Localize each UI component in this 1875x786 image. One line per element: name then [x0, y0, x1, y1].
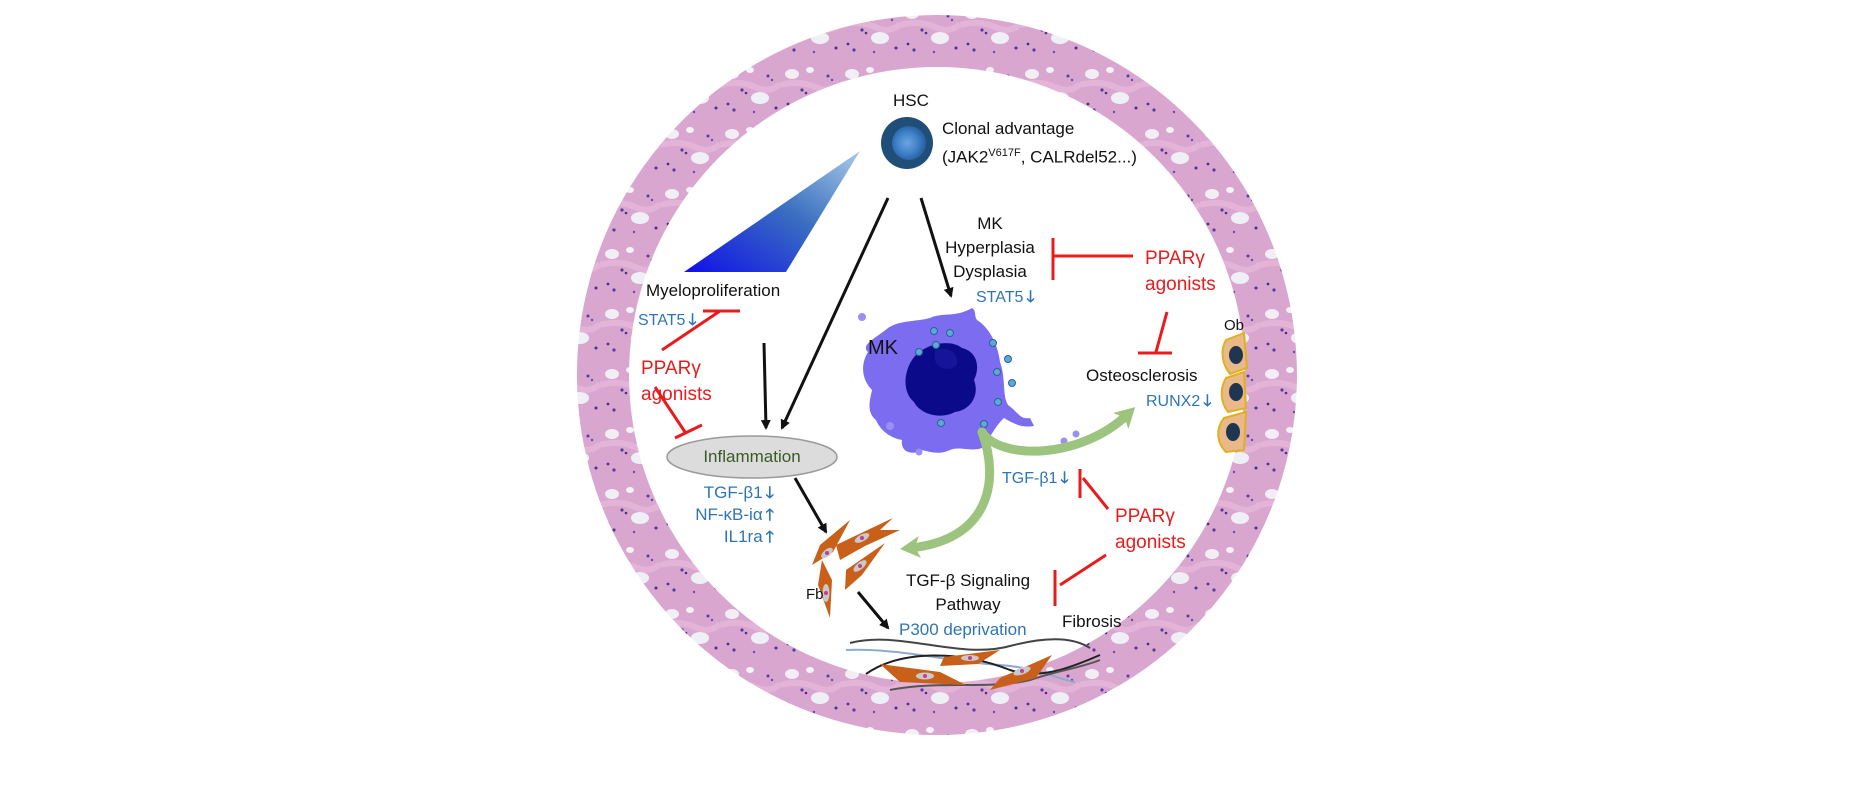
ppar-agonists-bottom-right: PPARγ agonists: [1115, 504, 1186, 556]
inhibit-tgfb1: [1078, 469, 1110, 510]
marker-il1ra: IL1ra🡑: [660, 526, 774, 548]
inhibit-inflammation: [653, 386, 703, 440]
osteoblast-label: Ob: [1224, 317, 1245, 334]
ppar-line2: agonists: [1115, 532, 1186, 553]
ppar-line1: PPARγ: [641, 358, 701, 379]
mk-line3: Dysplasia: [953, 262, 1027, 281]
inflammation-ellipse: [666, 435, 838, 479]
ppar-line1: PPARγ: [1115, 506, 1175, 527]
marker-name: TGF-β1: [703, 483, 763, 502]
arrow-down-icon: 🡓: [1026, 289, 1035, 306]
marker-tgfb1: TGF-β1🡓: [660, 482, 774, 504]
ppar-agonists-top-right: PPARγ agonists: [1145, 246, 1216, 298]
myeloproliferation-label: Myeloproliferation: [646, 281, 781, 300]
myeloproliferation-gradient-triangle: [684, 151, 860, 272]
mutations-suffix: , CALRdel52...): [1020, 147, 1137, 167]
hsc-label: HSC: [893, 91, 929, 110]
arrow-down-icon: 🡓: [1203, 393, 1212, 410]
marker-name: NF-κB-iα: [695, 505, 763, 524]
marker-name: STAT5: [638, 312, 686, 329]
inhibit-myeloproliferation: [661, 309, 740, 352]
tgfb-pathway-label: TGF-β Signaling Pathway: [888, 569, 1048, 617]
marker-nfkb: NF-κB-iα🡑: [660, 504, 774, 526]
arrow-up-icon: 🡑: [765, 529, 774, 546]
collagen-fibers-icon: [845, 638, 1101, 691]
inhibition-lines: [653, 238, 1172, 606]
marker-name: TGF-β1: [1002, 470, 1058, 487]
ppar-agonists-left: PPARγ agonists: [641, 356, 712, 408]
fibroblast-label: Fb: [806, 586, 824, 603]
runx2-marker: RUNX2🡓: [1146, 392, 1212, 412]
inflammation-label: Inflammation: [703, 447, 801, 466]
pathway-line2: Pathway: [935, 595, 1001, 614]
marker-name: STAT5: [976, 289, 1024, 306]
inhibit-fibrosis: [1053, 553, 1107, 606]
hsc-cell-icon: [881, 117, 933, 169]
clonal-advantage-label: Clonal advantage: [942, 119, 1075, 138]
mk-stat5-marker: STAT5🡓: [976, 288, 1035, 308]
mutations-label: (JAK2V617F, CALRdel52...): [942, 143, 1137, 168]
arrow-hsc-to-inflammation: [780, 197, 890, 430]
marker-name: IL1ra: [723, 527, 763, 546]
tgf-arrow-to-osteosclerosis: [977, 407, 1136, 456]
osteosclerosis-label: Osteosclerosis: [1086, 366, 1198, 385]
megakaryocyte-cell-icon: [858, 308, 1080, 456]
ppar-line1: PPARγ: [1145, 248, 1205, 269]
inhibit-mk-hyperplasia: [1051, 238, 1133, 280]
myelo-stat5-marker: STAT5🡓: [638, 311, 697, 331]
mk-line1: MK: [977, 214, 1003, 233]
mutations-prefix: (JAK2: [942, 147, 989, 167]
arrow-hsc-to-mk: [919, 197, 954, 298]
arrow-fibroblast-to-fibers: [856, 591, 890, 630]
ppar-line2: agonists: [641, 384, 712, 405]
marker-name: RUNX2: [1146, 393, 1201, 410]
p300-label: P300 deprivation: [899, 620, 1027, 639]
mk-tgfb1-marker: TGF-β1🡓: [1002, 469, 1069, 489]
mk-hyperplasia-block: MK Hyperplasia Dysplasia: [940, 212, 1040, 284]
inhibit-osteosclerosis: [1138, 311, 1172, 355]
arrow-down-icon: 🡓: [688, 312, 697, 329]
tgf-arrow-to-fibroblast: [900, 427, 995, 558]
inflammation-markers: TGF-β1🡓 NF-κB-iα🡑 IL1ra🡑: [660, 482, 774, 548]
arrow-inflammation-to-fibroblast: [793, 477, 828, 534]
ppar-line2: agonists: [1145, 274, 1216, 295]
mk-cell-label: MK: [868, 337, 898, 359]
mutation-superscript: V617F: [988, 147, 1021, 159]
arrow-up-icon: 🡑: [765, 507, 774, 524]
fibroblast-cells-icon: [812, 518, 900, 618]
arrow-down-icon: 🡓: [1060, 470, 1069, 487]
mk-line2: Hyperplasia: [945, 238, 1035, 257]
arrow-myelo-to-inflammation: [760, 342, 771, 430]
pathway-line1: TGF-β Signaling: [905, 571, 1031, 590]
fibrosis-label: Fibrosis: [1062, 612, 1122, 631]
fibrosis-fibroblasts-icon: [880, 650, 1052, 690]
osteoblast-cells-icon: [1217, 331, 1249, 454]
arrow-down-icon: 🡓: [765, 485, 774, 502]
